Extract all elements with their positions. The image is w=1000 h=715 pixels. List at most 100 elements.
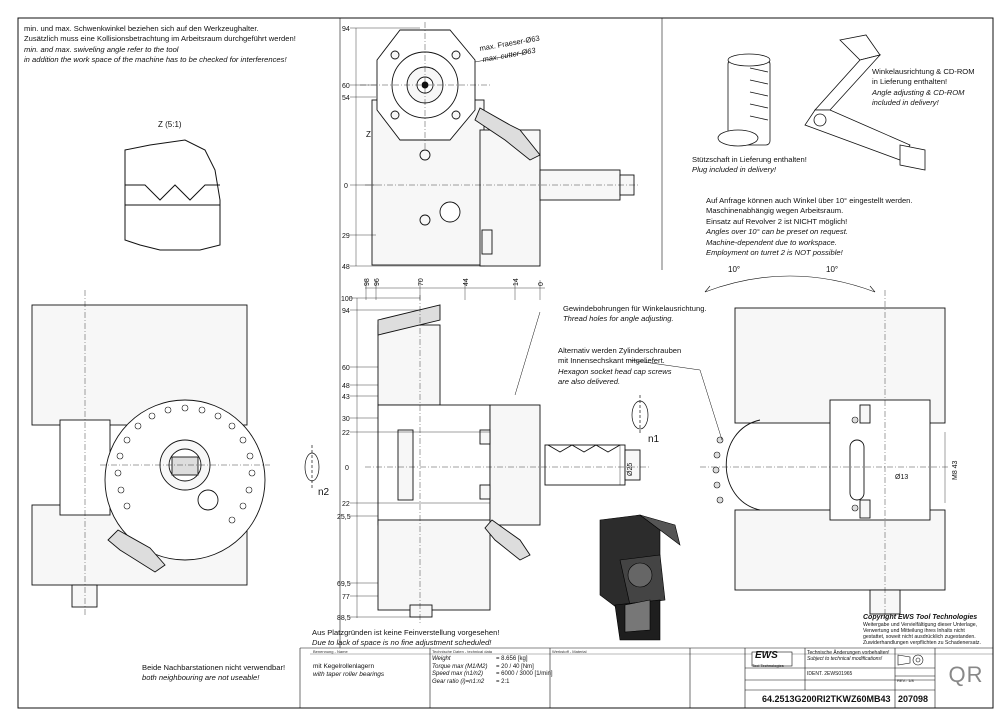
dim-top-70: 70: [418, 278, 425, 286]
neighbour-en: both neighbouring are not useable!: [142, 673, 260, 683]
swivel-note-de-1: min. und max. Schwenkwinkel beziehen sic…: [24, 24, 259, 33]
rotation-n2-label: n2: [318, 487, 330, 498]
dim-top-0: 0: [344, 183, 348, 190]
thread-holes-de: Gewindebohrungen für Winkelausrichtung.: [563, 304, 707, 313]
copyright-note: Copyright EWS Tool Technologies Weiterga…: [863, 614, 981, 646]
tech-weight: Weight= 8.656 [kg]: [432, 656, 528, 662]
rotation-n1-label: n1: [648, 434, 660, 445]
thread-holes-en: Thread holes for angle adjusting.: [563, 314, 674, 324]
drawing-number: 207098: [898, 694, 929, 704]
tb-material-label: Werkstoff - Material: [552, 649, 587, 654]
screw-en-2: are also delivered.: [558, 377, 621, 387]
dim-front-100: 100: [341, 296, 353, 303]
tech-speed: Speed max (n1/n2)= 6000 / 3000 [1/min]: [432, 671, 553, 678]
dim-top-29: 29: [342, 233, 350, 240]
screw-note: Alternativ werden Zylinderschrauben mit …: [558, 346, 681, 388]
front-view-centerlines: [365, 295, 650, 625]
dim-front-30: 30: [342, 416, 350, 423]
swivel-note-en-1: min. and max. swiveling angle refer to t…: [24, 44, 179, 54]
projection-symbol: [897, 654, 924, 666]
request-en-1: Angles over 10° can be preset on request…: [706, 227, 848, 237]
swivel-note-en-2: in addition the work space of the machin…: [24, 55, 287, 65]
copyright-line-2: Weitergabe und Vervielfältigung dieser U…: [863, 622, 978, 628]
ews-logo: [751, 651, 793, 667]
angle-indicator: [704, 275, 876, 293]
copyright-line-4: gestattet, soweit nicht ausdrücklich zug…: [863, 634, 976, 640]
dim-top-44: 44: [463, 278, 470, 286]
dim-front-69-5: 69,5: [337, 581, 351, 588]
request-de-3: Einsatz auf Revolver 2 ist NICHT möglich…: [706, 216, 848, 226]
angle-left-label: 10°: [728, 265, 740, 274]
detail-z-marker: Z: [366, 130, 371, 139]
tech-torque: Torque max (M1/M2)= 20 / 40 [Nm]: [432, 663, 534, 670]
plug-isometric: [717, 53, 771, 147]
dim-front-43: 43: [342, 394, 350, 401]
revision: REV.: 1/8: [897, 678, 914, 683]
request-de-1: Auf Anfrage können auch Winkel über 10° …: [706, 196, 913, 205]
dim-top-54: 54: [342, 95, 350, 102]
front-dimension-lines: [350, 280, 946, 618]
request-en-3: Employment on turret 2 is NOT possible!: [706, 248, 843, 258]
bearing-note: mit Kegelrollenlagern with taper roller …: [313, 663, 384, 679]
dim-front-48: 48: [342, 383, 350, 390]
screw-de-1: Alternativ werden Zylinderschrauben: [558, 346, 682, 355]
index-holes: [114, 404, 256, 524]
copyright-line-1: Copyright EWS Tool Technologies: [863, 614, 978, 621]
neighbour-de: Beide Nachbarstationen nicht verwendbar!: [142, 663, 286, 672]
dim-front-25-5: 25,5: [337, 514, 351, 521]
copyright-line-5: Zuwiderhandlungen verpflichten zu Schade…: [863, 640, 981, 646]
top-dimension-lines: [350, 27, 485, 267]
tech-data: Weight= 8.656 [kg] Torque max (M1/M2)= 2…: [432, 656, 553, 686]
dim-top-48: 48: [342, 264, 350, 271]
title-block: [299, 647, 993, 708]
neighbour-note: Beide Nachbarstationen nicht verwendbar!…: [142, 663, 285, 684]
left-side-view: [31, 304, 266, 608]
dimension-labels: 94 60 54 0 29 48 100 94 60 48 43 30 22 0…: [158, 26, 959, 622]
space-en: Due to lack of space is no fine adjustme…: [312, 638, 492, 648]
plug-note-en: Plug included in delivery!: [692, 165, 777, 175]
angle-right-label: 10°: [826, 265, 838, 274]
thread-holes-note: Gewindebohrungen für Winkelausrichtung. …: [563, 304, 707, 325]
space-de: Aus Platzgründen ist keine Feinverstellu…: [312, 628, 500, 637]
isometric-3d-model: [599, 514, 681, 641]
screw-en-1: Hexagon socket head cap screws: [558, 366, 672, 376]
qr-code-placeholder: QR: [948, 662, 984, 687]
detail-z-view: [124, 139, 221, 251]
ews-brand: EWS: [755, 650, 778, 661]
change-de: Technische Änderungen vorbehalten!: [807, 650, 890, 656]
angle-adjust-note: Winkelausrichtung & CD-ROM in Lieferung …: [872, 67, 975, 109]
dim-thread-m8: M8 43: [952, 460, 959, 480]
dim-shank-diameter: Ø25: [627, 463, 634, 476]
dim-front-60: 60: [342, 365, 350, 372]
request-de-2: Maschinenabhängig wegen Arbeitsraum.: [706, 206, 844, 216]
ews-brand-sub: Tool Technologies: [752, 663, 784, 668]
tb-tech-label: Technische Daten - technical data: [432, 649, 493, 654]
front-view: [377, 304, 641, 618]
ident-number: IDENT. 2EWS01965: [807, 671, 853, 677]
dim-top-60: 60: [342, 83, 350, 90]
plug-note: Stützschaft in Lieferung enthalten! Plug…: [692, 155, 807, 176]
dim-front-0: 0: [345, 465, 349, 472]
angle-adjust-de-2: in Lieferung enthalten!: [872, 77, 948, 87]
dim-top-94: 94: [342, 26, 350, 33]
angle-adjust-de-1: Winkelausrichtung & CD-ROM: [872, 67, 975, 76]
angle-adjust-en-2: included in delivery!: [872, 98, 939, 108]
right-side-view: [725, 307, 946, 615]
plug-note-de: Stützschaft in Lieferung enthalten!: [692, 155, 807, 164]
bearing-en: with taper roller bearings: [313, 671, 385, 678]
swivel-note-de-2: Zusätzlich muss eine Kollisionsbetrachtu…: [24, 34, 296, 44]
space-note: Aus Platzgründen ist keine Feinverstellu…: [312, 628, 499, 649]
swivel-note: min. und max. Schwenkwinkel beziehen sic…: [24, 24, 296, 66]
screw-de-2: mit Innensechskant mitgeliefert.: [558, 356, 665, 366]
request-note: Auf Anfrage können auch Winkel über 10° …: [706, 196, 913, 258]
dim-front-94: 94: [342, 308, 350, 315]
dim-top-0b: 0: [538, 282, 545, 286]
leader-lines: [474, 51, 723, 441]
copyright-line-3: Verwertung und Mitteilung ihres Inhalts …: [863, 628, 965, 634]
detail-z-title: Z (5:1): [158, 120, 182, 129]
angle-adjust-en-1: Angle adjusting & CD-ROM: [872, 87, 965, 97]
dim-hole-diameter: Ø13: [895, 474, 908, 481]
tech-ratio: Gear ratio (i)=n1:n2= 2:1: [432, 678, 510, 685]
